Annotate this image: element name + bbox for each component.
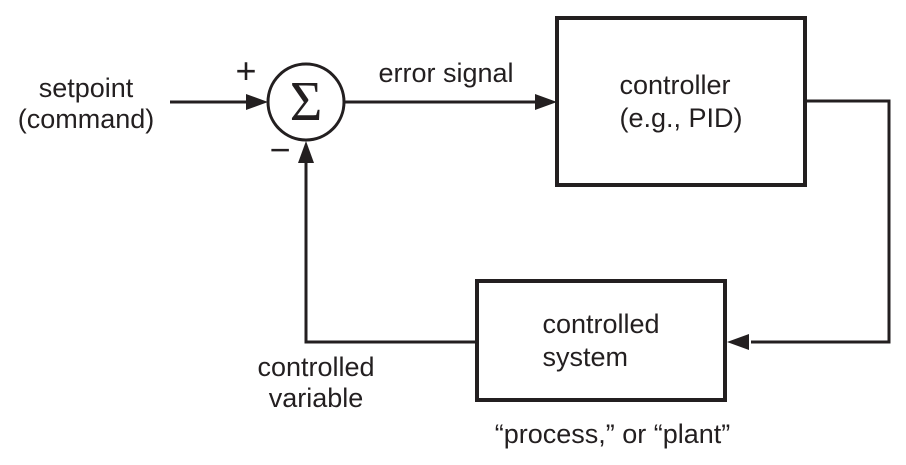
controlled-system-line1: controlled (542, 308, 660, 339)
controlled-system-line2: system (542, 341, 628, 372)
error-signal-arrowhead-icon (535, 94, 557, 110)
feedback-arrowhead-icon (298, 141, 314, 163)
setpoint-label-line1: setpoint (38, 73, 134, 103)
controlled-system-arrowhead-icon (727, 334, 749, 350)
controller-box: controller (e.g., PID) (555, 16, 807, 187)
feedback-wire (304, 161, 475, 344)
controlled-variable-line1: controlled (257, 352, 375, 382)
controller-box-line2: (e.g., PID) (619, 102, 743, 133)
controller-output-wire (751, 99, 891, 344)
sigma-symbol: Σ (289, 70, 323, 133)
controlled-variable-line2: variable (268, 383, 364, 413)
controlled-system-box-text: controlled system (542, 308, 659, 374)
setpoint-label-line2: (command) (17, 104, 155, 134)
setpoint-label: setpoint (command) (2, 73, 170, 135)
controller-box-line1: controller (619, 69, 731, 100)
minus-sign: − (269, 129, 291, 170)
controller-box-text: controller (e.g., PID) (619, 69, 742, 135)
controlled-system-box: controlled system (475, 279, 727, 402)
setpoint-arrowhead-icon (246, 94, 268, 110)
plus-sign: + (235, 50, 257, 91)
process-plant-caption: “process,” or “plant” (494, 419, 731, 449)
error-signal-label: error signal (378, 58, 514, 88)
controlled-variable-label: controlled variable (226, 352, 406, 414)
